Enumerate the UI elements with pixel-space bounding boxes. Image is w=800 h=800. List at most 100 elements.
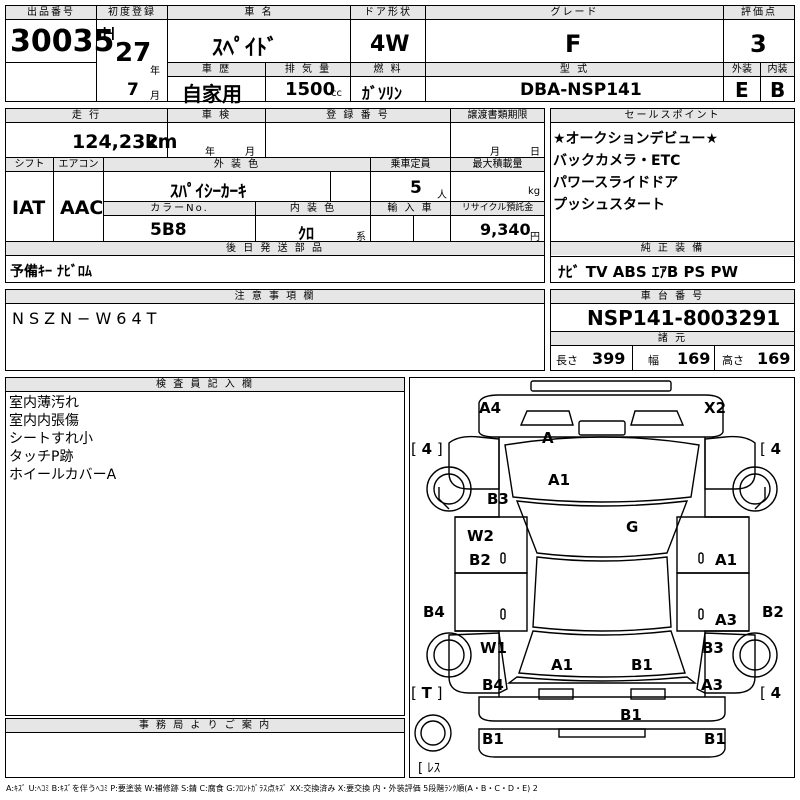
recycle-unit: 円 — [530, 232, 540, 243]
sales-point-2: バックカメラ・ETC — [553, 153, 681, 169]
length-value: 399 — [592, 349, 626, 368]
spare-tire: [ ﾚｽ — [418, 761, 441, 776]
displacement-value: 1500 — [285, 79, 336, 100]
height-label: 高さ — [722, 354, 744, 367]
diag-a1-right: A1 — [715, 551, 738, 569]
model-code: DBA-NSP141 — [520, 80, 642, 100]
aircon-value: AAC — [60, 197, 104, 219]
header-office: 事 務 局 よ り ご 案 内 — [6, 719, 404, 732]
fuel-value: ｶﾞｿﾘﾝ — [362, 84, 403, 103]
diag-b3-left: B3 — [487, 490, 509, 508]
inspector-note-2: 室内内張傷 — [9, 413, 79, 429]
inspector-note-3: シートすれ小 — [9, 431, 93, 447]
diag-b4-left: B4 — [423, 603, 445, 621]
exterior-score: E — [735, 78, 749, 102]
diag-a1-roof: A1 — [551, 656, 574, 674]
inspector-block — [5, 377, 405, 716]
length-label: 長さ — [556, 354, 578, 367]
header-aircon: エアコン — [54, 158, 103, 171]
inspector-note-1: 室内薄汚れ — [9, 395, 79, 411]
header-score: 評価点 — [724, 6, 794, 19]
chassis-block — [550, 289, 795, 371]
sales-point-3: パワースライドドア — [553, 175, 679, 191]
header-shift: シフト — [6, 158, 53, 171]
color-no-value: 5B8 — [150, 220, 187, 240]
int-color-unit: 系 — [356, 232, 366, 243]
sales-points-list: ★オークションデビュー★ バックカメラ・ETC パワースライドドア プッシュスタ… — [553, 128, 718, 216]
inspector-note-4: タッチP跡 — [9, 449, 74, 465]
top-block — [5, 5, 795, 102]
height-value: 169 — [757, 349, 791, 368]
office-block — [5, 718, 405, 778]
diag-b4-rear: B4 — [482, 676, 504, 694]
header-int-color: 内 装 色 — [256, 202, 370, 215]
header-car-name: 車 名 — [168, 6, 350, 19]
notes-block — [5, 289, 545, 371]
mileage-value: 124,232 — [72, 131, 159, 153]
car-name: ｽﾍﾟｲﾄﾞ — [212, 36, 279, 61]
header-notes: 注 意 事 項 欄 — [6, 290, 544, 303]
specs-block — [5, 108, 545, 256]
diag-x2: X2 — [704, 399, 727, 417]
door-type: 4W — [370, 32, 410, 57]
diag-w2: W2 — [467, 527, 494, 545]
inspector-note-5: ホイールカバーA — [9, 467, 117, 483]
header-color-no: カラーNo. — [104, 202, 255, 215]
tire-fr-value: 4 — [770, 440, 782, 458]
diag-b1-roof: B1 — [631, 656, 653, 674]
header-sales-point: セールスポイント — [551, 109, 794, 122]
damage-diagram — [409, 377, 795, 778]
transfer-month-unit: 月 — [490, 147, 500, 158]
diag-a3-right: A3 — [715, 611, 738, 629]
tire-rear-left: [ T ] — [411, 684, 443, 702]
header-exterior: 外装 — [724, 63, 760, 76]
ext-color-value: ｽﾊﾟｲｼｰｶｰｷ — [170, 182, 247, 202]
sales-point-4: プッシュスタート — [553, 197, 665, 213]
header-chassis: 車 台 番 号 — [551, 290, 794, 303]
genuine-equipment: ﾅﾋﾞ TV ABS ｴｱB PS PW — [558, 263, 739, 281]
lot-number: 30035 — [10, 24, 115, 59]
header-inspection: 車 検 — [168, 109, 265, 122]
reg-year: 27 — [115, 38, 152, 68]
diag-b3-right: B3 — [702, 639, 724, 657]
width-value: 169 — [677, 349, 711, 368]
tire-front-right: [ 4 — [760, 440, 782, 458]
header-ext-color: 外 装 色 — [104, 158, 370, 171]
interior-score: B — [770, 78, 786, 102]
header-door-type: ドア形状 — [351, 6, 425, 19]
header-genuine: 純 正 装 備 — [551, 242, 794, 255]
grade: F — [565, 30, 582, 58]
int-color-value: ｸﾛ — [298, 224, 315, 243]
inspection-year-unit: 年 — [205, 147, 215, 158]
recycle-value: 9,340 — [480, 220, 531, 239]
diag-b2-right: B2 — [762, 603, 784, 621]
tire-rl-value: T — [421, 684, 432, 702]
sales-point-1: ★オークションデビュー★ — [553, 131, 719, 147]
tire-front-left: [ 4 ] — [411, 440, 443, 458]
legend: A:ｷｽﾞ U:ﾍｺﾐ B:ｷｽﾞを伴うﾍｺﾐ P:要塗装 W:補修跡 S:錆 … — [6, 784, 538, 793]
diag-b1-bottom-right: B1 — [704, 730, 726, 748]
mileage-unit: km — [145, 131, 178, 153]
width-label: 幅 — [648, 354, 659, 367]
header-mileage: 走 行 — [6, 109, 167, 122]
displacement-unit: cc — [331, 88, 342, 99]
header-transfer: 譲渡書類期限 — [451, 109, 544, 122]
later-parts-value: 予備ｷｰ ﾅﾋﾞﾛﾑ — [10, 264, 92, 280]
header-grade: グレード — [426, 6, 723, 19]
capacity-unit: 人 — [437, 190, 447, 201]
reg-year-unit: 年 — [150, 66, 160, 77]
car-outline — [414, 380, 778, 758]
diag-a1-hood: A1 — [548, 471, 571, 489]
header-model-code: 型 式 — [426, 63, 723, 76]
header-dims: 諸 元 — [551, 332, 794, 345]
tire-rear-right: [ 4 — [760, 684, 782, 702]
inspection-month-unit: 月 — [245, 147, 255, 158]
transfer-day-unit: 日 — [530, 147, 540, 158]
inspector-notes-list: 室内薄汚れ 室内内張傷 シートすれ小 タッチP跡 ホイールカバーA — [9, 394, 116, 484]
sales-block — [550, 108, 795, 283]
header-max-load: 最大積載量 — [451, 158, 544, 171]
reg-month-unit: 月 — [150, 91, 160, 102]
header-first-reg: 初度登録 — [97, 6, 167, 19]
history-value: 自家用 — [182, 82, 242, 106]
era-letter: H — [102, 24, 116, 45]
